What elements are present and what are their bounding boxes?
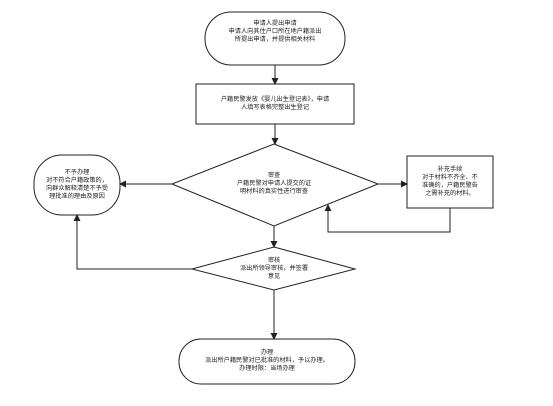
approve-label-line: 审核 — [267, 257, 281, 264]
approve-label-line: 意见 — [267, 273, 281, 280]
reject-label-line: 不予办理 — [64, 169, 90, 176]
supplement-label: 补充手续 对于材料不齐全、不 准确的，户籍民警告 之需补充的材料。 — [407, 166, 493, 198]
reject-label-line: 理批准的理由及原因 — [49, 193, 105, 200]
start-label-line: 申请人提出申请 — [253, 20, 297, 27]
register-label-line: 户籍民警发放《婴儿出生登记表》，申请 — [220, 96, 330, 103]
process-label-line: 派出所户籍民警对已批准的材料，予以办理。 — [205, 357, 329, 364]
register-process-box — [195, 83, 355, 125]
reject-label-line: 对不符合户籍政策的， — [46, 177, 108, 184]
arrow-approve-to-reject — [73, 214, 192, 270]
process-label-line: 办理时限：当场办理 — [239, 365, 295, 372]
supplement-label-line: 准确的，户籍民警告 — [422, 182, 478, 189]
review-label-line: 审查 — [267, 172, 281, 179]
approve-label-line: 派出所领导审核，并签署 — [239, 265, 309, 272]
start-label: 申请人提出申请 申请人向其住户口所在地户籍派出 所提出申请，并提供相关材料 — [205, 20, 345, 44]
register-label: 户籍民警发放《婴儿出生登记表》，申请 人填写表格完整出生登记 — [196, 96, 354, 112]
supplement-label-line: 之需补充的材料。 — [425, 190, 475, 197]
start-label-line: 所提出申请，并提供相关材料 — [234, 36, 316, 43]
process-label: 办理 派出所户籍民警对已批准的材料，予以办理。 办理时限：当场办理 — [179, 349, 355, 373]
review-label-line: 明材料的真实性进行审查 — [239, 188, 309, 195]
arrow-supplement-back-to-review — [324, 204, 451, 233]
approve-label: 审核 派出所领导审核，并签署 意见 — [214, 257, 334, 281]
supplement-label-line: 补充手续 — [437, 166, 463, 173]
register-label-line: 人填写表格完整出生登记 — [240, 104, 310, 111]
supplement-label-line: 对于材料不齐全、不 — [422, 174, 478, 181]
review-label: 审查 户籍民警对申请人提交的证 明材料的真实性进行审查 — [204, 172, 344, 196]
process-terminal — [178, 338, 356, 385]
start-label-line: 申请人向其住户口所在地户籍派出 — [228, 28, 322, 35]
supplement-process-box — [406, 155, 494, 209]
review-label-line: 户籍民警对申请人提交的证 — [236, 180, 312, 187]
reject-label-line: 向群众解释清楚不予受 — [46, 185, 108, 192]
process-label-line: 办理 — [260, 349, 274, 356]
reject-label: 不予办理 对不符合户籍政策的， 向群众解释清楚不予受 理批准的理由及原因 — [34, 169, 120, 201]
